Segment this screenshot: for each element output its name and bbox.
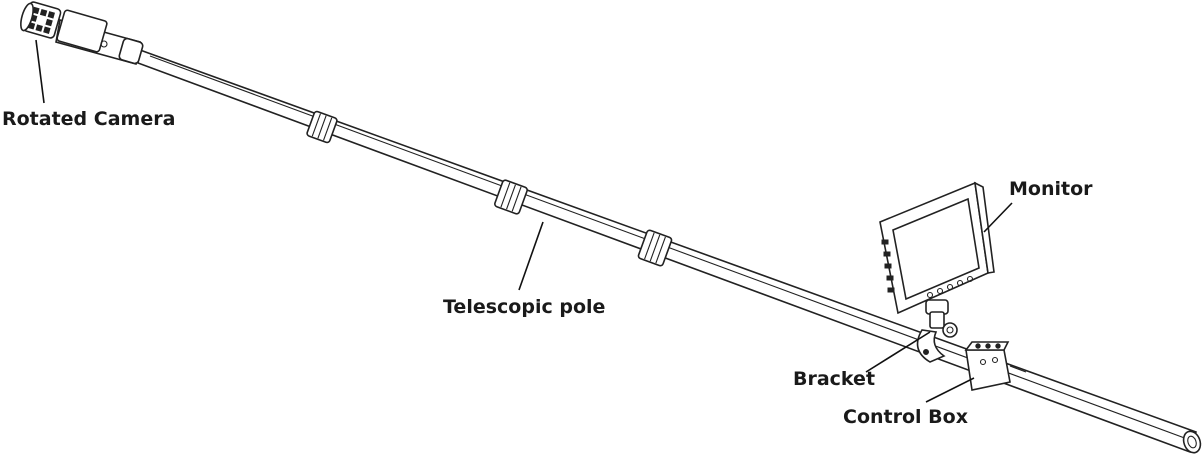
leader-camera [35,39,45,104]
control-box-button-icon [995,343,1001,349]
leader-pole [518,221,544,291]
camera-body [56,9,108,53]
bracket-knob-center [946,326,954,334]
camera-coupler [118,37,144,65]
bracket [916,299,958,363]
label-telescopic-pole: Telescopic pole [443,296,605,318]
telescopic-pole [137,48,1202,454]
leader-bracket [865,331,931,373]
control-box-button-icon [985,343,991,349]
monitor-side-buttons [881,239,895,293]
control-box-port-icon [991,356,999,364]
monitor-side [973,181,995,274]
monitor [879,181,995,315]
control-box-button-icon [975,343,981,349]
pole-collar-2 [494,179,528,215]
monitor-screen [892,197,980,301]
pole-highlight [149,55,1191,441]
bracket-knob [942,322,958,338]
label-bracket: Bracket [793,368,875,390]
camera-screw-icon [100,40,108,48]
camera-head [20,1,144,66]
leader-control-box [925,377,975,403]
camera-lens-face [20,2,34,32]
label-control-box: Control Box [843,406,968,428]
control-box [964,341,1027,391]
pole-collar-3 [637,229,673,267]
leader-monitor [983,202,1013,233]
control-box-body [965,349,1011,391]
pole-end-cap [1182,430,1202,454]
bracket-stem [929,311,945,329]
pole-end-cap-inner [1187,435,1197,449]
monitor-bottom-buttons [926,275,974,299]
bracket-screw-icon [923,349,929,355]
leader-lines [35,39,1013,403]
control-box-port-icon [979,358,987,366]
label-rotated-camera: Rotated Camera [2,108,175,130]
label-monitor: Monitor [1009,178,1093,200]
pole-collar-1 [306,110,338,144]
control-box-pin [1009,365,1027,373]
